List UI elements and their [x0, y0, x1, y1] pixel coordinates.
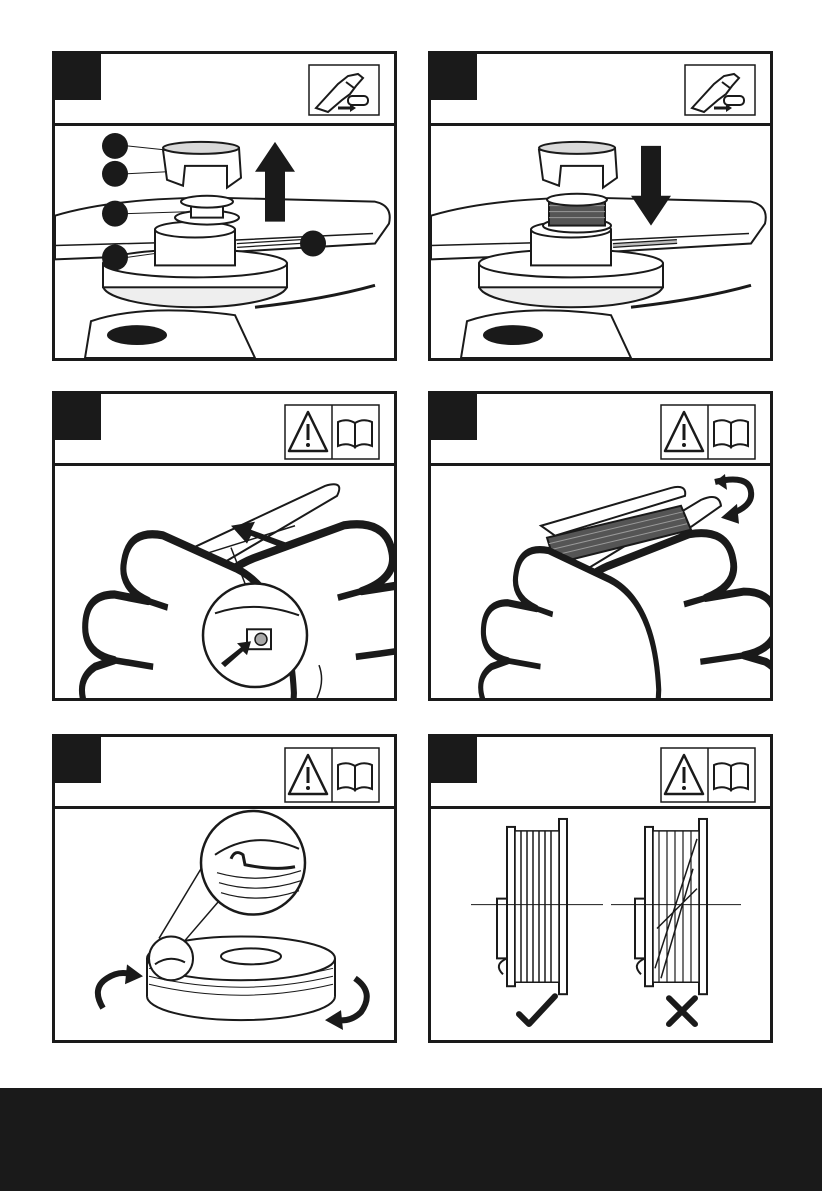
warning-manual-icon — [660, 747, 756, 808]
trigger-lock-icon — [684, 64, 756, 121]
step-number-box — [431, 737, 477, 783]
callout-dot — [102, 244, 128, 270]
step-4-header — [431, 394, 770, 466]
step-number-box — [431, 54, 477, 100]
callout-dot — [102, 161, 128, 187]
remove-spool-illustration — [55, 126, 394, 358]
cross-icon — [669, 998, 695, 1024]
step-number-box — [55, 737, 101, 783]
warning-manual-icon — [284, 747, 380, 808]
correct-winding-spool — [497, 819, 567, 994]
warning-manual-icon — [660, 404, 756, 465]
step-1-panel — [52, 51, 397, 361]
step-3-header — [55, 394, 394, 466]
check-icon — [519, 996, 555, 1024]
secure-line-illustration — [55, 809, 394, 1040]
insert-line-illustration — [55, 466, 394, 698]
winding-comparison-illustration — [431, 809, 770, 1040]
step-5-panel — [52, 734, 397, 1043]
step-number-box — [431, 394, 477, 440]
step-6-panel — [428, 734, 773, 1043]
step-3-panel — [52, 391, 397, 701]
trigger-lock-icon — [308, 64, 380, 121]
step-5-header — [55, 737, 394, 809]
step-number-box — [55, 394, 101, 440]
wind-line-illustration — [431, 466, 770, 698]
step-number-box — [55, 54, 101, 100]
step-6-header — [431, 737, 770, 809]
callout-dot — [102, 133, 128, 159]
incorrect-winding-spool — [635, 819, 707, 994]
step-1-header — [55, 54, 394, 126]
callout-dot — [300, 231, 326, 257]
warning-manual-icon — [284, 404, 380, 465]
step-4-panel — [428, 391, 773, 701]
page-footer-band — [0, 1088, 822, 1191]
step-2-panel — [428, 51, 773, 361]
insert-spool-illustration — [431, 126, 770, 358]
step-2-header — [431, 54, 770, 126]
callout-dot — [102, 201, 128, 227]
